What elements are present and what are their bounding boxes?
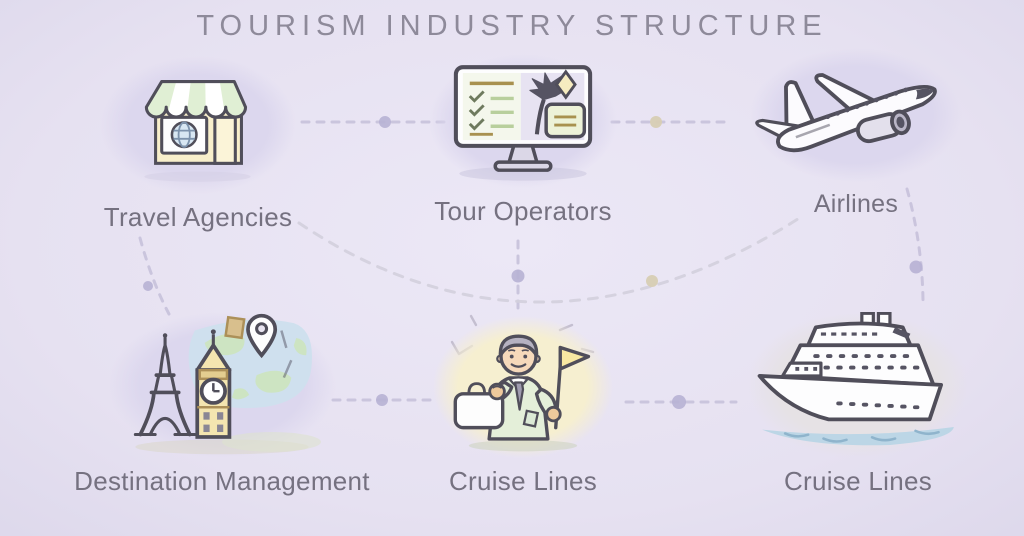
node-label: Tour Operators — [434, 196, 612, 226]
junction-dot — [511, 269, 525, 283]
face — [507, 349, 530, 368]
node-travel-agencies: Travel Agencies — [58, 56, 338, 233]
airplane-icon — [754, 72, 937, 152]
node-label: Travel Agencies — [103, 202, 293, 232]
sparkle-decoration — [469, 314, 478, 327]
airlines-bubble — [750, 48, 962, 182]
monitor-checklist-icon — [453, 65, 593, 181]
node-label: Destination Management — [74, 466, 370, 496]
cruise-lines-guide-bubble — [433, 316, 613, 458]
location-pin-icon — [246, 313, 278, 359]
cruise-lines-ship-bubble — [747, 311, 969, 458]
page-title: TOURISM INDUSTRY STRUCTURE — [196, 10, 828, 42]
monitor-stand — [506, 144, 540, 164]
junction-dot — [909, 260, 923, 274]
node-label: Airlines — [813, 190, 899, 218]
shop-door — [213, 115, 237, 165]
briefcase — [453, 392, 505, 430]
bow-rail — [780, 361, 823, 378]
checklist-items — [468, 90, 514, 136]
junction-dot — [646, 275, 658, 287]
cruise-ship-icon — [757, 311, 954, 445]
junction-dot — [376, 394, 388, 406]
wing — [813, 72, 876, 114]
tie — [513, 381, 525, 411]
monitor-base — [493, 160, 553, 172]
pocket-paper — [522, 409, 540, 428]
right-hand — [545, 405, 562, 423]
node-destination-management: Destination Management — [72, 312, 372, 497]
tail-fin — [783, 79, 815, 134]
tour-operators-bubble — [429, 54, 617, 188]
destination-management-bubble — [108, 312, 336, 458]
connector-travel-to-airlines-arc — [297, 215, 803, 304]
ground-shadow — [144, 171, 251, 182]
hull — [757, 373, 944, 421]
node-label: Cruise Lines — [448, 466, 598, 496]
flag — [558, 345, 591, 371]
deck-windows — [810, 353, 920, 370]
water — [762, 426, 954, 445]
junction-dot — [379, 116, 391, 128]
big-ben-tower — [195, 329, 232, 439]
landmarks-map-icon — [133, 313, 321, 455]
tour-guide-icon — [453, 334, 591, 452]
map-marker-square — [224, 315, 246, 340]
junction-dot — [650, 116, 662, 128]
junction-dot — [672, 395, 686, 409]
top-deck — [806, 321, 913, 347]
ground-shadow — [468, 440, 578, 452]
junction-dot — [143, 281, 153, 291]
ground-shadow — [459, 166, 587, 181]
node-tour-operators: Tour Operators — [383, 54, 663, 227]
node-cruise-lines-guide: Cruise Lines — [383, 316, 663, 497]
hull-windows — [836, 400, 920, 409]
globe — [170, 121, 198, 149]
lamp-diamond — [554, 69, 577, 100]
eiffel-tower — [133, 333, 197, 437]
fuselage — [775, 84, 937, 152]
cockpit-window — [915, 88, 934, 99]
hair — [498, 334, 539, 358]
bridge-window — [892, 326, 911, 339]
travel-agencies-bubble — [100, 56, 296, 194]
info-card — [544, 102, 587, 139]
storefront-icon — [144, 80, 251, 182]
node-cruise-lines-ship: Cruise Lines — [714, 311, 1002, 497]
node-airlines: Airlines — [714, 48, 998, 219]
palm-tree — [534, 98, 546, 135]
passenger-windows — [824, 87, 908, 119]
connector-travel-to-destination — [138, 236, 171, 316]
node-label: Cruise Lines — [783, 466, 933, 496]
awning — [146, 81, 246, 118]
